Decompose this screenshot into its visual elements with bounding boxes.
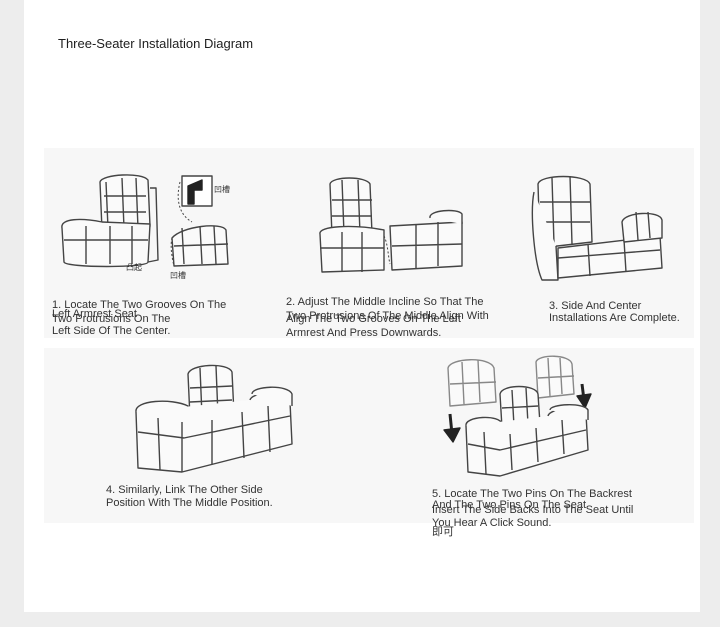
step-5-illustration (440, 354, 600, 480)
step-2-caption: 2. Adjust The Middle Incline So That The… (286, 296, 526, 339)
step-5-caption-line: You Hear A Click Sound. (432, 517, 552, 529)
step-5-caption-line: And The Two Pins On The Seat (432, 499, 587, 511)
step-4-caption-line: Position With The Middle Position. (106, 497, 273, 509)
step-2-caption-line: 2. Adjust The Middle Incline So That The (286, 296, 484, 308)
step-3-caption: 3. Side And Center Installations Are Com… (549, 300, 699, 324)
step-5-caption-line: 即可 (432, 526, 454, 538)
step-1-caption-line: Left Side Of The Center. (52, 325, 171, 337)
step-4-caption-line: 4. Similarly, Link The Other Side (106, 484, 263, 496)
step-2-caption-line: Two Protrusions Of The Middle Align With (286, 310, 489, 322)
step-4-caption: 4. Similarly, Link The Other Side Positi… (106, 484, 336, 509)
step-1-illustration: 凸起 凹槽 凹槽 (52, 168, 252, 280)
step-4-illustration (132, 360, 297, 478)
step-2-caption-line: Align The Two Grooves On The Left (286, 313, 461, 325)
step-3-illustration (528, 172, 668, 284)
step-2-caption-line: Armrest And Press Downwards. (286, 327, 442, 339)
page-title: Three-Seater Installation Diagram (58, 36, 254, 51)
step-5-caption-line: 5. Locate The Two Pins On The Backrest (432, 488, 632, 500)
step-1-caption-line: 1. Locate The Two Grooves On The (52, 299, 227, 311)
svg-text:凸起: 凸起 (126, 263, 142, 272)
svg-text:凹槽: 凹槽 (214, 184, 230, 194)
step-1-caption: 1. Locate The Two Grooves On The Left Ar… (52, 299, 252, 337)
svg-text:凹槽: 凹槽 (170, 270, 186, 280)
step-2-illustration (312, 174, 472, 278)
step-1-caption-line: Two Protrusions On The (52, 313, 171, 325)
step-5-caption-line: Insert The Side Backs Into The Seat Unti… (432, 504, 634, 516)
step-1-caption-line: Left Armrest Seat (52, 308, 137, 320)
step-5-caption: 5. Locate The Two Pins On The Backrest A… (432, 488, 672, 538)
step-3-caption-line: 3. Side And Center (549, 300, 642, 312)
step-3-caption-line: Installations Are Complete. (549, 312, 680, 324)
